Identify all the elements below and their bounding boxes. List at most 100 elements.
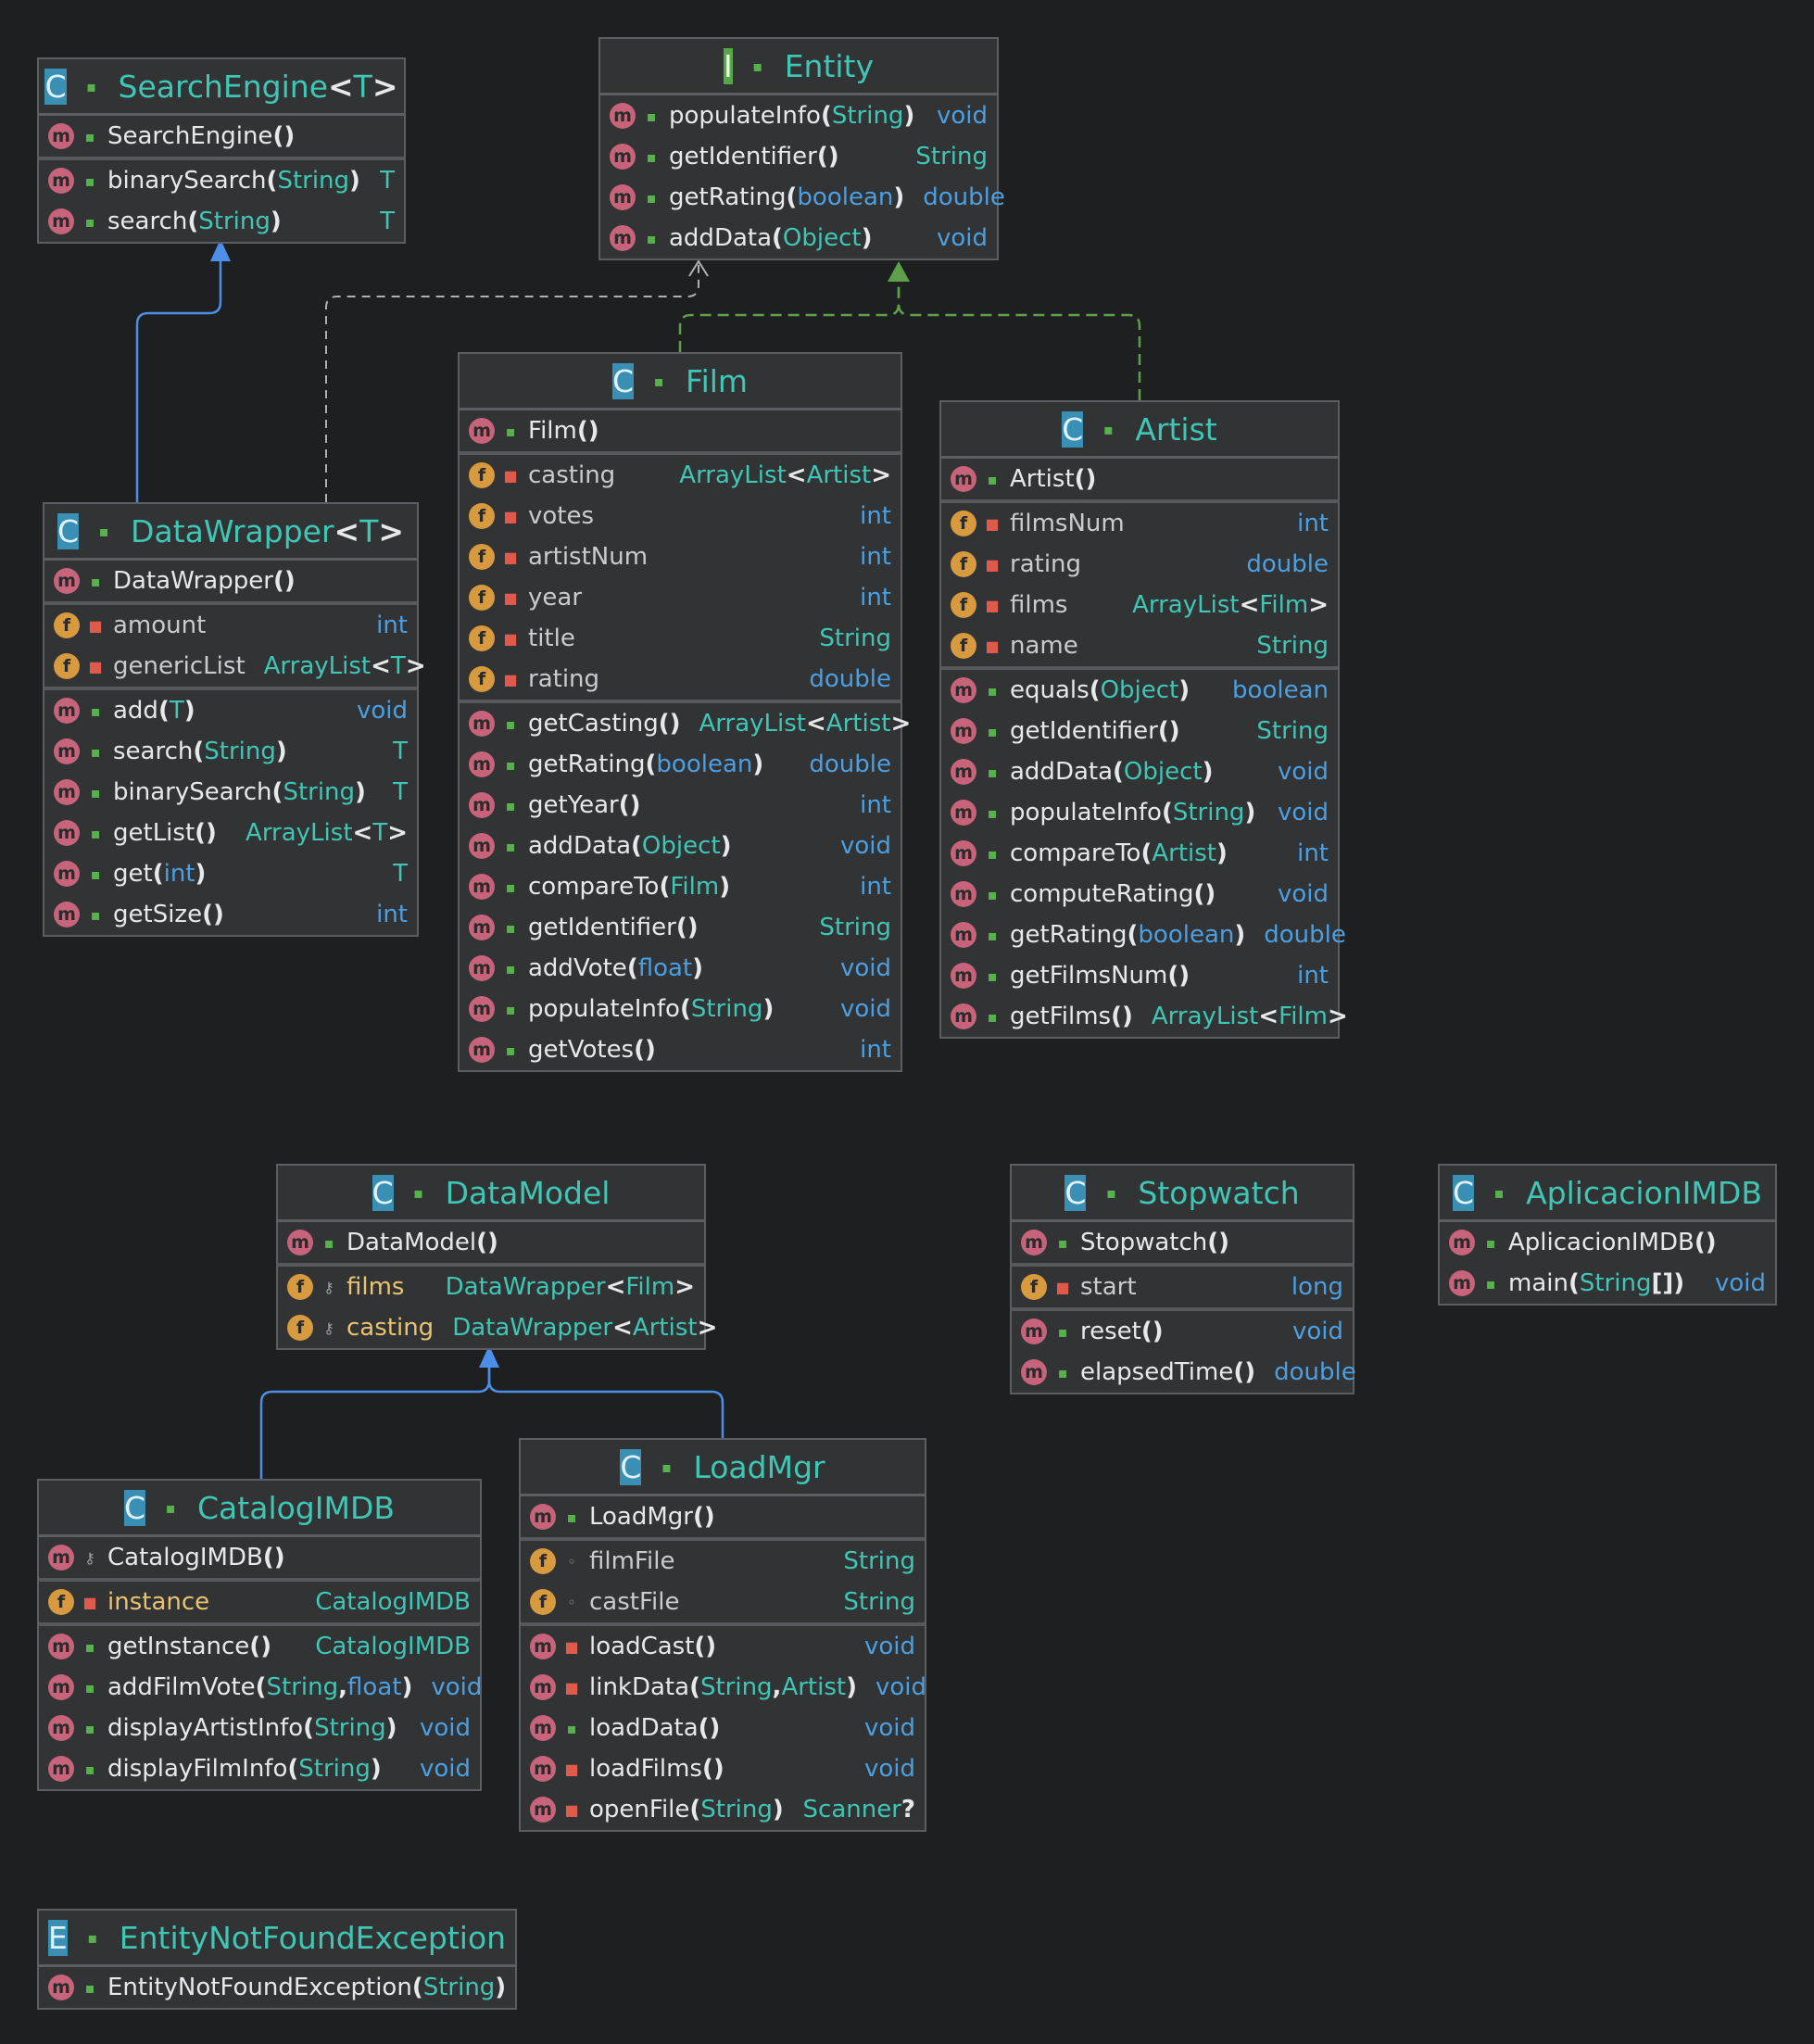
method-row[interactable]: m▪addData(Object)void — [600, 218, 997, 259]
method-row[interactable]: m▪getYear()int — [460, 785, 901, 826]
class-header: C▪LoadMgr — [521, 1440, 925, 1496]
method-row[interactable]: m▪getRating(boolean)double — [460, 744, 901, 785]
method-row[interactable]: m▪getCasting()ArrayList<Artist> — [460, 703, 911, 744]
method-row[interactable]: m▪getVotes()int — [460, 1029, 901, 1070]
method-row[interactable]: m▪add(T)void — [44, 690, 417, 731]
method-row[interactable]: m▪getFilms()ArrayList<Film> — [941, 996, 1348, 1037]
method-row[interactable]: m▪getIdentifier()String — [600, 136, 997, 177]
class-box-searchengine[interactable]: C▪SearchEngine<T>m▪SearchEngine()m▪binar… — [37, 57, 406, 244]
method-row[interactable]: m▪getSize()int — [44, 894, 417, 935]
method-row[interactable]: m▪elapsedTime()double — [1012, 1352, 1356, 1393]
field-name: title — [528, 625, 575, 652]
method-row[interactable]: m▪search(String)T — [39, 201, 404, 242]
method-row[interactable]: m▪getIdentifier()String — [460, 907, 901, 948]
method-row[interactable]: m▪getFilmsNum()int — [941, 955, 1338, 996]
field-icon: f — [1021, 1274, 1047, 1300]
type-name: Scanner — [802, 1796, 901, 1823]
method-icon: m — [951, 677, 976, 703]
method-row[interactable]: m▪getRating(boolean)double — [941, 915, 1346, 955]
method-row[interactable]: m▪getRating(boolean)double — [600, 177, 1005, 218]
method-row[interactable]: m■loadFilms()void — [521, 1748, 925, 1789]
return-type: void — [822, 832, 891, 860]
method-row[interactable]: m▪loadData()void — [521, 1708, 925, 1748]
method-row[interactable]: m▪LoadMgr() — [521, 1496, 925, 1537]
method-row[interactable]: m▪EntityNotFoundException(String) — [39, 1967, 515, 2008]
method-name: search — [113, 738, 194, 765]
method-row[interactable]: m▪Film() — [460, 410, 901, 451]
method-row[interactable]: m▪addData(Object)void — [941, 751, 1338, 792]
method-row[interactable]: m▪DataModel() — [278, 1222, 704, 1263]
type-name: void — [936, 102, 988, 130]
method-row[interactable]: m▪getInstance()CatalogIMDB — [39, 1626, 480, 1667]
method-row[interactable]: m■loadCast()void — [521, 1626, 925, 1667]
method-icon: m — [54, 779, 80, 805]
method-row[interactable]: m▪get(int)T — [44, 853, 417, 894]
method-row[interactable]: m▪Artist() — [941, 459, 1338, 499]
method-row[interactable]: m■openFile(String)Scanner? — [521, 1789, 925, 1830]
method-row[interactable]: m▪addVote(float)void — [460, 948, 901, 989]
paren-close: ) — [487, 1229, 498, 1256]
method-row[interactable]: m▪compareTo(Artist)int — [941, 833, 1338, 874]
private-lock-icon: ■ — [564, 1678, 579, 1697]
paren-close: ) — [893, 183, 905, 211]
method-row[interactable]: m▪SearchEngine() — [39, 116, 404, 157]
method-row[interactable]: m▪populateInfo(String)void — [941, 792, 1338, 833]
method-icon: m — [48, 1715, 74, 1741]
method-row[interactable]: m▪addData(Object)void — [460, 826, 901, 866]
method-name: populateInfo — [528, 995, 680, 1023]
method-row[interactable]: m▪AplicacionIMDB() — [1440, 1222, 1775, 1263]
method-name: getYear — [528, 791, 619, 819]
method-row[interactable]: m▪getIdentifier()String — [941, 711, 1338, 751]
return-type: CatalogIMDB — [296, 1633, 471, 1660]
public-visibility-icon: ▪ — [84, 1719, 95, 1737]
method-row[interactable]: m⚷CatalogIMDB() — [39, 1537, 480, 1578]
method-name: getRating — [669, 183, 787, 211]
method-row[interactable]: m▪main(String[])void — [1440, 1263, 1775, 1304]
method-row[interactable]: m▪displayArtistInfo(String)void — [39, 1708, 480, 1748]
method-row[interactable]: m▪equals(Object)boolean — [941, 670, 1338, 711]
method-row[interactable]: m▪DataWrapper() — [44, 561, 417, 601]
param-type: String — [690, 995, 763, 1023]
method-row[interactable]: m▪compareTo(Film)int — [460, 866, 901, 907]
method-row[interactable]: m▪binarySearch(String)T — [39, 160, 404, 201]
method-row[interactable]: m▪getList()ArrayList<T> — [44, 813, 417, 853]
method-row[interactable]: m■linkData(String, Artist)void — [521, 1667, 926, 1708]
method-row[interactable]: m▪Stopwatch() — [1012, 1222, 1353, 1263]
method-row[interactable]: m▪binarySearch(String)T — [44, 772, 417, 813]
method-row[interactable]: m▪populateInfo(String)void — [600, 95, 997, 136]
method-row[interactable]: m▪reset()void — [1012, 1311, 1353, 1352]
method-row[interactable]: m▪search(String)T — [44, 731, 417, 772]
method-row[interactable]: m▪computeRating()void — [941, 874, 1338, 915]
method-row[interactable]: m▪displayFilmInfo(String)void — [39, 1748, 480, 1789]
method-row[interactable]: m▪populateInfo(String)void — [460, 989, 901, 1029]
method-row[interactable]: m▪addFilmVote(String, float)void — [39, 1667, 482, 1708]
